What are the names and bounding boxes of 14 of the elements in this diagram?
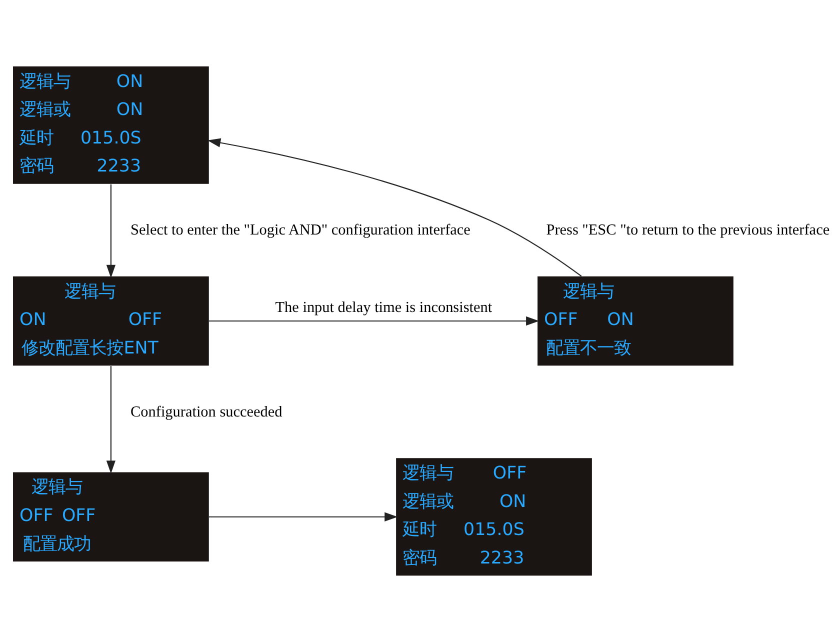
edge-label: Press "ESC "to return to the previous interface: [546, 221, 830, 238]
node-box: 逻辑与 ON OFF 修改配置长按ENT: [13, 276, 209, 366]
edge-label: Select to enter the "Logic AND" configuration interface: [130, 221, 470, 238]
edge-label: Configuration succeeded: [130, 402, 282, 420]
node-box: 逻辑与 OFF 逻辑或 ON 延时 015.0S 密码 2233: [396, 458, 592, 576]
edge-label: The input delay time is inconsistent: [275, 298, 492, 316]
arrow: [208, 512, 398, 521]
arrow: [208, 138, 582, 276]
arrow: [209, 316, 540, 326]
node-box: 逻辑与 OFF OFF 配置成功: [13, 472, 209, 561]
arrow: [106, 366, 116, 474]
node-box: 逻辑与 ON 逻辑或 ON 延时 015.0S 密码 2233: [13, 66, 209, 184]
node-box: 逻辑与 OFF ON 配置不一致: [538, 276, 734, 366]
arrow: [106, 184, 116, 278]
